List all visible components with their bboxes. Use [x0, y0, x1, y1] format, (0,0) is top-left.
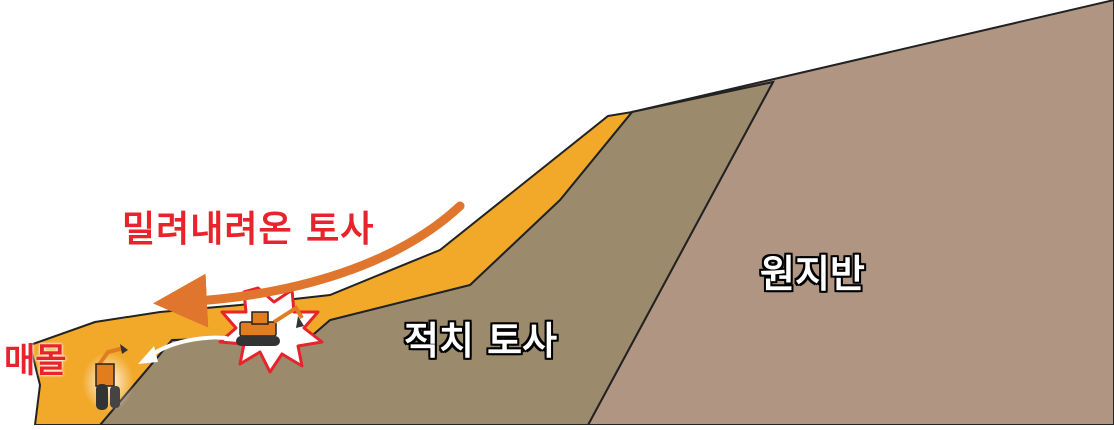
buried-excavator-icon: [82, 344, 134, 412]
fill-soil-label: 적치 토사: [404, 319, 558, 363]
burial-flow-arrow: [148, 335, 228, 358]
buried-label: 매몰: [4, 341, 67, 381]
excavator-icon: [236, 305, 304, 346]
burial-flow-arrowhead: [138, 346, 158, 364]
pushed-soil-label: 밀려내려온 토사: [122, 209, 375, 250]
original-ground-label: 원지반: [760, 252, 865, 296]
soil-flow-arrow: [153, 201, 465, 328]
